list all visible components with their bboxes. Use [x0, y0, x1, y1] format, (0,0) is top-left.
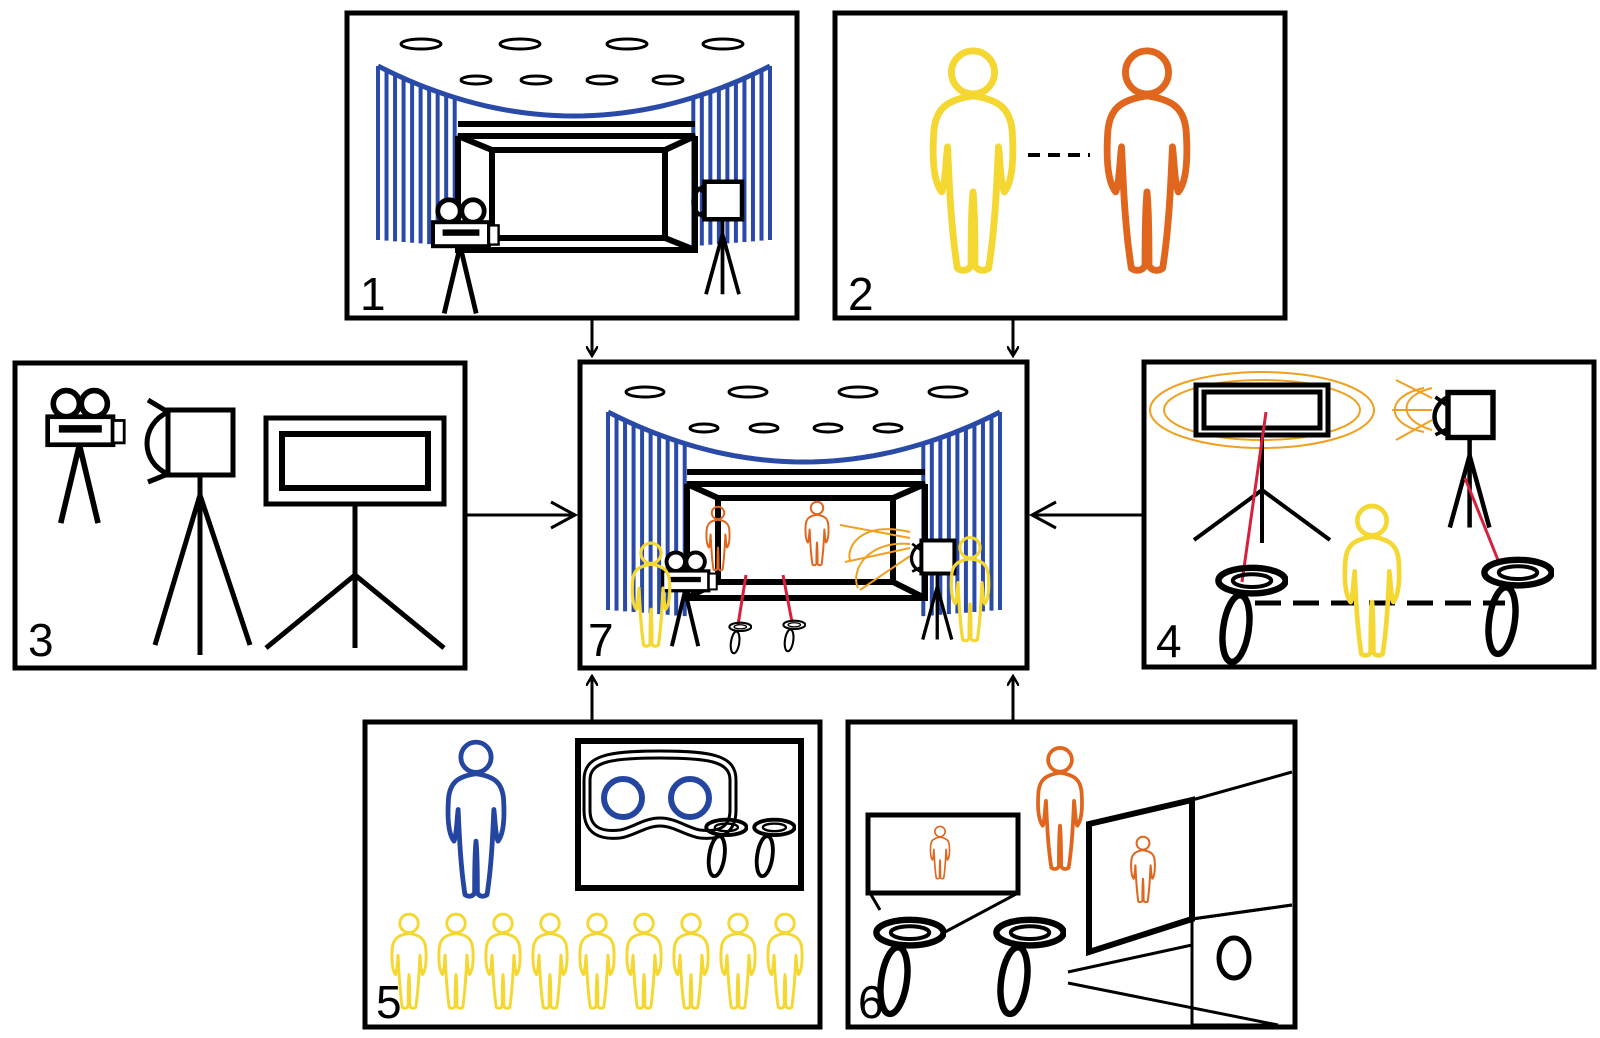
spotlight-icon: [144, 397, 253, 655]
tracking-line: [1240, 411, 1268, 583]
tracking-line: [1463, 477, 1502, 566]
tracking-line: [781, 574, 794, 623]
panel-7-number: 7: [588, 614, 614, 666]
panel-4-number: 4: [1156, 615, 1182, 667]
arrows: [467, 320, 1142, 720]
ceiling-lights: [399, 37, 745, 86]
vr-headset-box: [575, 738, 804, 891]
panel-7: 7: [577, 359, 1030, 671]
panel-3: 3: [12, 360, 468, 671]
tracking-line: [736, 574, 748, 626]
panel-7-frame: [577, 359, 1030, 671]
curtain: [606, 409, 1002, 617]
screen-on-tripod: [263, 415, 447, 650]
spotlight-rays: [1392, 379, 1433, 441]
panel-6-number: 6: [858, 976, 884, 1028]
panel-1-number: 1: [360, 268, 386, 320]
panel-2-number: 2: [848, 268, 874, 320]
spotlight-rays: [839, 524, 911, 591]
panel-6: 6: [845, 719, 1298, 1030]
panel-1: 1: [344, 10, 800, 321]
panel-5-number: 5: [376, 976, 402, 1028]
panel-5: 5: [362, 719, 823, 1030]
panel-4: 4: [1141, 359, 1597, 670]
panel-3-number: 3: [28, 614, 54, 666]
panel-1-frame: [344, 10, 800, 321]
panel-2: 2: [832, 10, 1288, 321]
curtain-top: [376, 63, 772, 119]
panel-2-frame: [832, 10, 1288, 321]
monitor: [865, 812, 1021, 934]
projection-wall: [1067, 770, 1293, 1027]
ceiling-lights: [624, 385, 969, 434]
curtain-top: [606, 409, 1002, 465]
panel-5-frame: [362, 719, 823, 1030]
